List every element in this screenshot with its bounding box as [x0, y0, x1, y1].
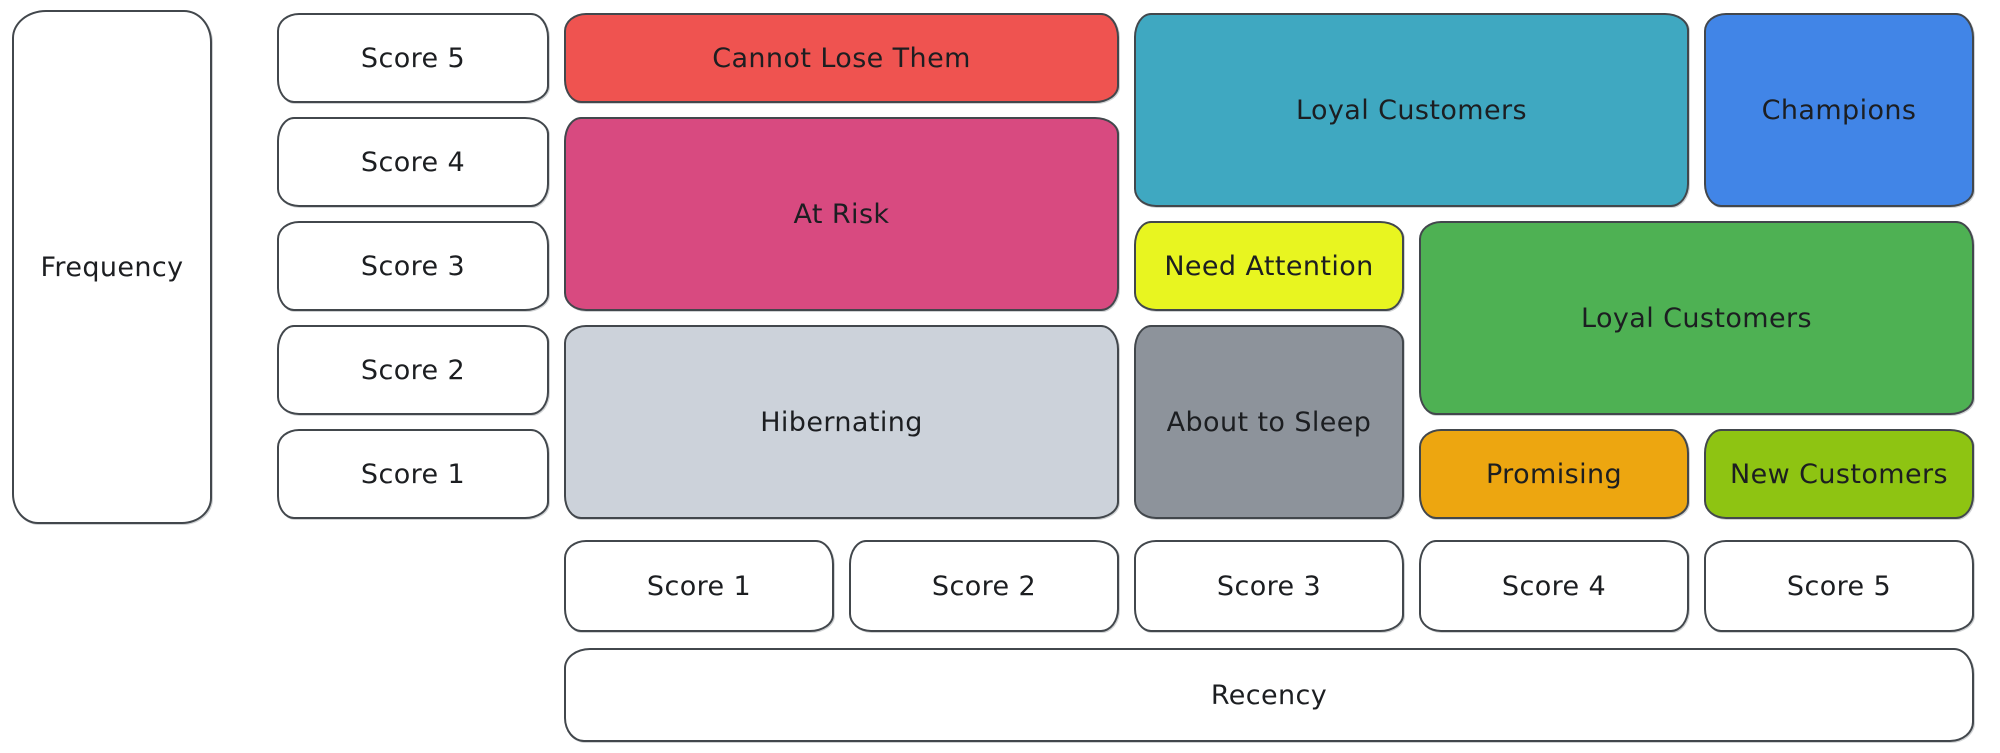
recency-score-2-label: Score 2 — [931, 570, 1037, 602]
frequency-score-4-label: Score 4 — [360, 146, 466, 178]
frequency-score-5-box: Score 5 — [277, 13, 549, 103]
segment-promising-label: Promising — [1485, 458, 1623, 490]
recency-score-4-box: Score 4 — [1419, 540, 1689, 632]
recency-score-1-label: Score 1 — [646, 570, 752, 602]
segment-champions: Champions — [1704, 13, 1974, 207]
recency-score-3-box: Score 3 — [1134, 540, 1404, 632]
segment-need-attention: Need Attention — [1134, 221, 1404, 311]
recency-score-5-label: Score 5 — [1786, 570, 1892, 602]
recency-score-3-label: Score 3 — [1216, 570, 1322, 602]
segment-hibernating-label: Hibernating — [760, 406, 923, 438]
recency-axis-label: Recency — [1210, 679, 1328, 711]
segment-promising: Promising — [1419, 429, 1689, 519]
recency-score-4-label: Score 4 — [1501, 570, 1607, 602]
segment-new-customers: New Customers — [1704, 429, 1974, 519]
frequency-axis-box: Frequency — [12, 10, 212, 524]
segment-cannot-lose-them-label: Cannot Lose Them — [712, 42, 971, 74]
segment-about-to-sleep-label: About to Sleep — [1166, 406, 1372, 438]
segment-loyal-customers-right-label: Loyal Customers — [1581, 302, 1812, 334]
frequency-score-2-label: Score 2 — [360, 354, 466, 386]
segment-at-risk: At Risk — [564, 117, 1119, 311]
segment-new-customers-label: New Customers — [1730, 458, 1948, 490]
segment-loyal-customers-top: Loyal Customers — [1134, 13, 1689, 207]
frequency-score-4-box: Score 4 — [277, 117, 549, 207]
frequency-score-3-box: Score 3 — [277, 221, 549, 311]
segment-need-attention-label: Need Attention — [1164, 250, 1374, 282]
recency-score-2-box: Score 2 — [849, 540, 1119, 632]
frequency-axis-label: Frequency — [40, 251, 184, 283]
segment-loyal-customers-top-label: Loyal Customers — [1296, 94, 1527, 126]
recency-axis-box: Recency — [564, 648, 1974, 742]
frequency-score-5-label: Score 5 — [360, 42, 466, 74]
frequency-score-2-box: Score 2 — [277, 325, 549, 415]
segment-champions-label: Champions — [1761, 94, 1917, 126]
segment-at-risk-label: At Risk — [793, 198, 890, 230]
segment-cannot-lose-them: Cannot Lose Them — [564, 13, 1119, 103]
recency-score-1-box: Score 1 — [564, 540, 834, 632]
recency-score-5-box: Score 5 — [1704, 540, 1974, 632]
frequency-score-1-label: Score 1 — [360, 458, 466, 490]
frequency-score-1-box: Score 1 — [277, 429, 549, 519]
frequency-score-3-label: Score 3 — [360, 250, 466, 282]
segment-about-to-sleep: About to Sleep — [1134, 325, 1404, 519]
segment-hibernating: Hibernating — [564, 325, 1119, 519]
segment-loyal-customers-right: Loyal Customers — [1419, 221, 1974, 415]
